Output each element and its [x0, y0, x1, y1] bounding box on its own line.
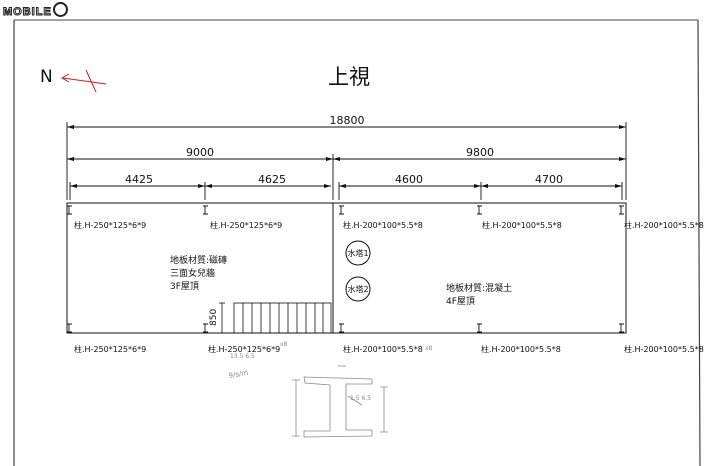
column-label-top-3: 柱.H-200*100*5.5*8 [343, 220, 423, 230]
logo-text: MOBILE [3, 6, 52, 19]
drawing-title: 上視 [328, 65, 370, 89]
column-label-top-1: 柱.H-250*125*6*9 [74, 220, 146, 230]
page-border-right [697, 19, 701, 466]
mobile01-logo: MOBILE [3, 2, 68, 19]
h-beam-sketch [292, 365, 388, 438]
left-zone-parapet: 三面女兒牆 [170, 267, 215, 279]
north-arrow-icon [60, 69, 107, 93]
pencil-note-d: x8 [280, 341, 288, 348]
dim-overall: 18800 [330, 114, 365, 127]
pencil-note-c: 1 5 6.5 [350, 395, 371, 402]
column-label-bottom-2: 柱.H-250*125*6*9 [208, 344, 280, 354]
dim-seg4: 4700 [535, 173, 563, 186]
column-label-bottom-4: 柱.H-200*100*5.5*8 [481, 344, 561, 354]
right-zone-roof-level: 4F屋頂 [446, 296, 475, 307]
circle-01-icon [52, 2, 68, 17]
left-zone-floor-material: 地板材質:磁磚 [170, 254, 227, 266]
dimension-arrowheads [67, 125, 626, 188]
stair-treads [219, 302, 332, 334]
column-label-top-2: 柱.H-250*125*6*9 [210, 220, 282, 230]
right-zone-floor-material: 地板材質:混凝土 [446, 282, 512, 294]
dim-right-half: 9800 [466, 146, 494, 159]
pencil-note-b: 13 5 6.5 [230, 353, 255, 360]
dim-seg1: 4425 [125, 173, 153, 186]
dim-seg3: 4600 [395, 173, 423, 186]
column-label-bottom-1: 柱.H-250*125*6*9 [74, 344, 146, 354]
column-label-bottom-5: 柱.H-200*100*5.5*8 [624, 344, 704, 354]
pencil-note-e: x8 [425, 345, 433, 352]
dim-left-half: 9000 [186, 146, 214, 159]
water-tank-2 [345, 276, 371, 302]
column-label-top-5: 柱.H-200*100*5.5*8 [624, 220, 704, 230]
water-tank-1 [345, 240, 371, 266]
water-tank-1-label: 水塔1 [347, 248, 368, 258]
dim-seg2: 4625 [258, 173, 286, 186]
column-label-bottom-3: 柱.H-200*100*5.5*8 [343, 344, 423, 354]
roof-outline [66, 202, 627, 334]
water-tank-2-label: 水塔2 [347, 284, 368, 294]
dimension-lines [66, 122, 627, 200]
column-label-top-4: 柱.H-200*100*5.5*8 [482, 220, 562, 230]
pencil-note-a: 9/s/m [228, 369, 249, 380]
stair-width-dim: 850 [209, 309, 219, 326]
north-label: N [40, 67, 53, 87]
column-markers [67, 205, 624, 333]
left-zone-roof-level: 3F屋頂 [170, 281, 199, 292]
